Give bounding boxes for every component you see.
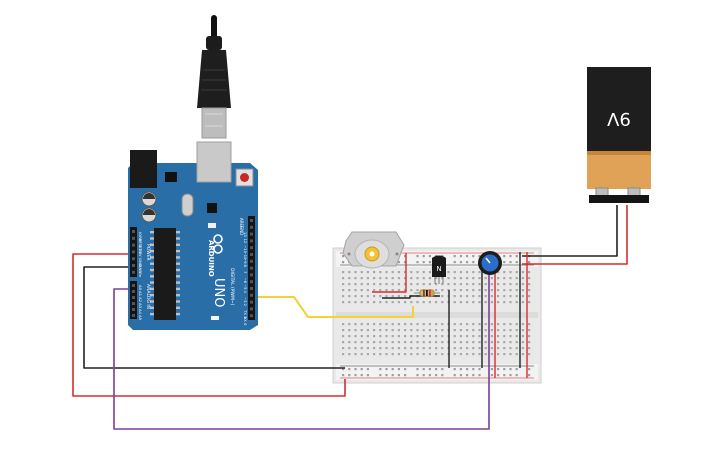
label-analog: ANALOG IN [145,284,151,309]
pin-label: ~9 [243,258,248,264]
header-pins [132,219,253,318]
pin-label: IOREF [138,232,143,243]
usb-port [196,141,232,183]
wire-red-5v[interactable] [72,253,346,397]
npn-transistor[interactable]: N [432,255,446,285]
atmega-chip [154,228,176,320]
resistor[interactable] [414,289,440,297]
pin-label: ~5 [243,284,248,290]
pin-label: 3.3V [138,245,143,254]
pin-label: 12 [243,239,248,244]
pin-label: 5V [138,252,143,257]
pin-label: 4 [243,291,248,294]
pin-label: A5 [138,315,143,321]
label-gnd: GND [239,226,244,235]
pin-label: Vin [138,271,143,278]
pin-label: GND [138,265,143,274]
transistor-label: N [436,265,441,273]
pin-label: A3 [138,303,143,309]
pin-label: RX 0 [243,317,248,326]
wire-battery-red[interactable] [522,205,628,265]
label-aref: AREF [239,218,244,229]
wire-battery-black[interactable] [522,205,618,257]
wires [72,205,628,430]
pin-label: ~10 [243,252,248,261]
pin-label: GND [138,258,143,267]
pin-label: 8 [243,265,248,268]
battery-9v[interactable]: 9V [587,67,651,203]
pin-label: 7 [243,271,248,274]
battery-label: 9V [606,108,630,129]
pin-label: TX 1 [243,309,248,319]
chip-pins [150,231,180,316]
model-label: UNO [211,278,226,307]
wire-motor-red[interactable] [372,253,407,293]
pin-label: RESET [138,239,143,252]
label-digital: DIGITAL (PWM~) [229,268,235,306]
wire-purple-a0[interactable] [113,270,490,430]
pin-label: ~11 [243,245,248,254]
digital-pin-labels: 13 12~11~10~98 7 ~6~54 ~32 TX 1RX 0 [243,232,248,326]
pin-label: 2 [243,304,248,307]
pin-label: A2 [138,297,143,303]
crystal [181,193,194,217]
potentiometer-knob[interactable] [478,251,502,275]
pin-label: A0 [138,285,143,291]
dc-motor[interactable] [342,231,405,269]
header-analog [130,281,137,319]
wire-black-gnd[interactable] [83,266,345,369]
wire-yellow-pin3[interactable] [254,296,414,318]
pin-label: ~6 [243,278,248,284]
pin-label: A1 [138,291,143,297]
arduino-uno-board[interactable]: 13 12~11~10~98 7 ~6~54 ~32 TX 1RX 0 IOREFRESE… [128,141,258,330]
brand-label: ARDUINO [207,240,215,277]
usb-cable[interactable] [197,15,231,139]
pin-label: 13 [243,232,248,237]
label-power: POWER [145,244,151,261]
arduino-logo-icon [213,234,223,254]
pin-label: A4 [138,309,143,315]
power-jack [130,150,157,188]
pin-label: ~3 [243,297,248,303]
